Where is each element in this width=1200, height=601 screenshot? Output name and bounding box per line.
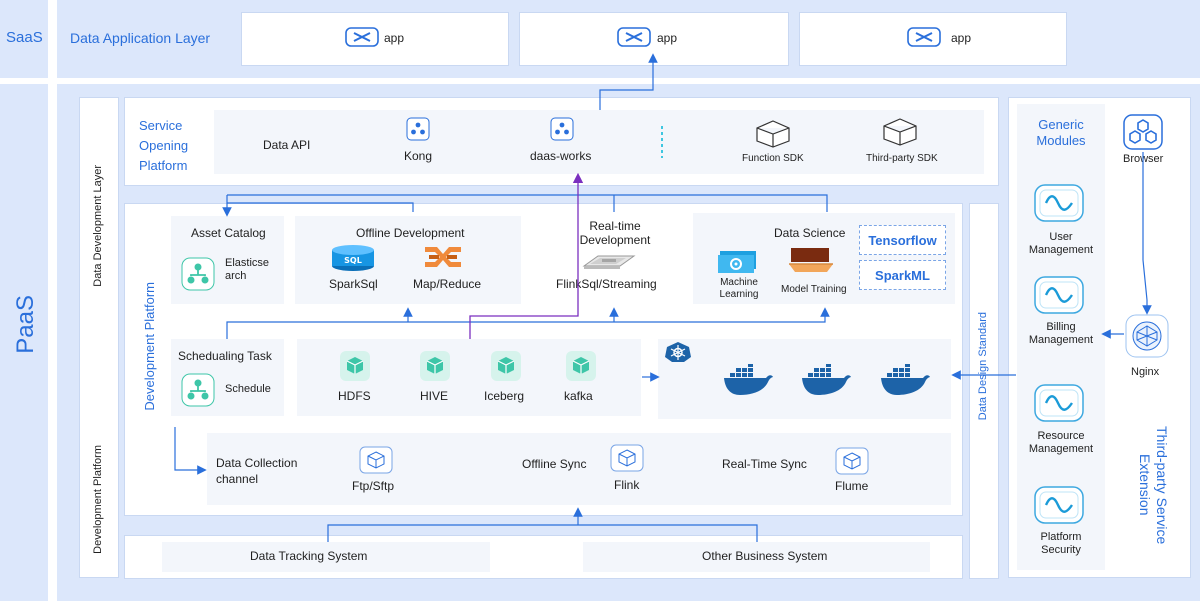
tensorflow-label: Tensorflow xyxy=(868,232,937,248)
hdfs-label: HDFS xyxy=(338,389,371,403)
saas-label-band xyxy=(0,0,48,78)
kubernetes-icon xyxy=(665,342,691,362)
saas-label: SaaS xyxy=(6,29,43,46)
kafka-label: kafka xyxy=(564,389,593,403)
other-business-box[interactable] xyxy=(583,542,930,572)
billing-management-label: Billing Management xyxy=(1028,321,1094,346)
sparksql-label: SparkSql xyxy=(329,277,378,291)
data-collection-title: Data Collection channel xyxy=(216,456,298,486)
app-link-icon xyxy=(617,27,651,47)
scheduling-task-title: Schedualing Task xyxy=(178,349,272,363)
hive-label: HIVE xyxy=(420,389,449,403)
third-party-extension-label: Third-party Service Extension xyxy=(1137,425,1170,545)
mapreduce-label: Map/Reduce xyxy=(413,277,482,291)
schedule-label: Schedule xyxy=(225,383,271,395)
ftp-sftp-label: Ftp/Sftp xyxy=(352,479,395,493)
ml-icon xyxy=(718,251,756,273)
realtime-development-title: Real-time Development xyxy=(579,219,651,247)
app-label-1: app xyxy=(384,31,405,45)
app-box-2[interactable] xyxy=(519,12,789,66)
data-application-layer-title: Data Application Layer xyxy=(70,30,211,46)
service-opening-title: Service Opening Platform xyxy=(139,118,189,173)
resource-management-label: Resource Management xyxy=(1028,430,1094,455)
layer-label-column xyxy=(79,97,119,578)
function-sdk-label: Function SDK xyxy=(742,153,804,164)
tensorflow-box[interactable]: Tensorflow xyxy=(859,225,946,255)
app-link-icon xyxy=(907,27,941,47)
generic-modules-title: Generic Modules xyxy=(1036,117,1086,148)
sql-icon: SQL xyxy=(332,245,374,271)
storage-icon xyxy=(491,351,521,381)
tree-icon xyxy=(181,373,215,407)
model-icon xyxy=(789,248,833,272)
browser-label: Browser xyxy=(1123,153,1164,165)
user-management-label: User Management xyxy=(1028,231,1094,256)
data-science-title: Data Science xyxy=(774,226,846,240)
data-design-standard-label: Data Design Standard xyxy=(977,312,989,421)
flume-label: Flume xyxy=(835,479,869,493)
paas-label-band xyxy=(0,84,48,601)
storage-icon xyxy=(340,351,370,381)
other-business-label: Other Business System xyxy=(702,549,828,563)
machine-learning-label: Machine Learning xyxy=(719,277,759,300)
sdk-cube-icon xyxy=(756,120,790,148)
wave-icon xyxy=(1034,486,1084,524)
sparkml-label: SparkML xyxy=(875,267,930,283)
sync-icon xyxy=(359,446,393,474)
daas-works-label: daas-works xyxy=(530,149,592,163)
sparkml-box[interactable]: SparkML xyxy=(859,260,946,290)
wave-icon xyxy=(1034,184,1084,222)
platform-security-label: Platform Security xyxy=(1040,531,1082,556)
iceberg-label: Iceberg xyxy=(484,389,525,403)
data-api-label: Data API xyxy=(263,138,311,152)
mapreduce-icon xyxy=(425,247,461,267)
browser-icon xyxy=(1123,114,1163,150)
tree-icon xyxy=(181,257,215,291)
asset-catalog-title: Asset Catalog xyxy=(191,226,266,240)
docker-icon xyxy=(802,364,851,395)
data-design-standard-column xyxy=(969,203,999,579)
third-party-sdk-label: Third-party SDK xyxy=(866,153,938,164)
offline-development-title: Offline Development xyxy=(356,226,465,240)
data-tracking-box[interactable] xyxy=(162,542,490,572)
realtime-sync-label: Real-Time Sync xyxy=(722,457,807,471)
development-platform-label: Development Platform xyxy=(142,282,157,411)
docker-icon xyxy=(724,364,773,395)
kong-label: Kong xyxy=(404,149,433,163)
service-opening-inner xyxy=(214,110,984,174)
app-label-3: app xyxy=(951,31,972,45)
sync-icon xyxy=(835,447,869,475)
flink-icon xyxy=(582,255,636,269)
data-tracking-label: Data Tracking System xyxy=(250,549,368,563)
wave-icon xyxy=(1034,276,1084,314)
storage-icon xyxy=(420,351,450,381)
sdk-cube-icon xyxy=(883,118,917,146)
flinksql-streaming-label: FlinkSql/Streaming xyxy=(556,277,657,291)
model-training-label: Model Training xyxy=(781,284,847,295)
flink-label: Flink xyxy=(614,478,640,492)
data-development-layer-label: Data Development Layer xyxy=(92,165,104,287)
docker-icon xyxy=(881,364,930,395)
app-link-icon xyxy=(345,27,379,47)
data-collection-box xyxy=(207,433,951,505)
kong-icon xyxy=(406,117,430,141)
wave-icon xyxy=(1034,384,1084,422)
offline-sync-label: Offline Sync xyxy=(522,457,587,471)
nginx-label: Nginx xyxy=(1131,366,1160,378)
app-label-2: app xyxy=(657,31,678,45)
kong-icon xyxy=(550,117,574,141)
paas-label: PaaS xyxy=(12,295,39,354)
sync-icon xyxy=(610,444,644,472)
development-platform-side-label: Development Platform xyxy=(92,445,104,554)
svg-text:SQL: SQL xyxy=(344,256,362,265)
storage-icon xyxy=(566,351,596,381)
nginx-icon xyxy=(1125,314,1169,358)
